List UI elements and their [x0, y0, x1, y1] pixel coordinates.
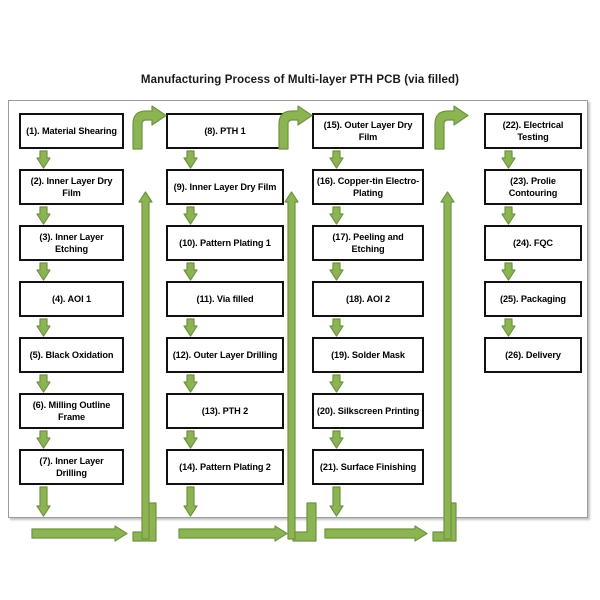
process-box-22: (22). Electrical Testing	[484, 113, 582, 149]
process-box-4: (4). AOI 1	[19, 281, 124, 317]
process-box-6: (6). Milling Outline Frame	[19, 393, 124, 429]
arrow-right-bottom-col3	[324, 524, 428, 542]
arrow-down-11-to-12	[182, 318, 198, 337]
arrow-down-13-to-14	[182, 430, 198, 449]
process-box-25: (25). Packaging	[484, 281, 582, 317]
arrow-down-17-to-18	[328, 262, 344, 281]
diagram-frame: (1). Material Shearing (2). Inner Layer D…	[8, 100, 588, 542]
process-box-11: (11). Via filled	[166, 281, 284, 317]
riser-col2-to-col3	[283, 191, 299, 540]
arrow-down-2-to-3	[35, 206, 51, 225]
arrow-down-10-to-11	[182, 262, 198, 281]
riser-col1-to-col2	[137, 191, 153, 540]
arrow-down-exit-col2	[182, 486, 198, 517]
process-box-14: (14). Pattern Plating 2	[166, 449, 284, 485]
process-box-18: (18). AOI 2	[312, 281, 424, 317]
process-box-26: (26). Delivery	[484, 337, 582, 373]
arrow-down-exit-col3	[328, 486, 344, 517]
process-box-23: (23). Prolie Contouring	[484, 169, 582, 205]
arrow-down-1-to-2	[35, 150, 51, 169]
riser-col3-to-col4	[439, 191, 455, 540]
arrow-down-4-to-5	[35, 318, 51, 337]
arrow-down-16-to-17	[328, 206, 344, 225]
process-box-15: (15). Outer Layer Dry Film	[312, 113, 424, 149]
process-box-7: (7). Inner Layer Drilling	[19, 449, 124, 485]
process-box-21: (21). Surface Finishing	[312, 449, 424, 485]
arrow-down-25-to-26	[500, 318, 516, 337]
process-box-8: (8). PTH 1	[166, 113, 284, 149]
arrow-down-5-to-6	[35, 374, 51, 393]
process-box-20: (20). Silkscreen Printing	[312, 393, 424, 429]
arrow-down-15-to-16	[328, 150, 344, 169]
arrow-right-bottom-col1	[31, 524, 128, 542]
arrow-down-24-to-25	[500, 262, 516, 281]
process-box-16: (16). Copper-tin Electro-Plating	[312, 169, 424, 205]
process-box-17: (17). Peeling and Etching	[312, 225, 424, 261]
process-box-13: (13). PTH 2	[166, 393, 284, 429]
arrow-down-19-to-20	[328, 374, 344, 393]
arrow-down-23-to-24	[500, 206, 516, 225]
arrow-down-8-to-9	[182, 150, 198, 169]
process-box-19: (19). Solder Mask	[312, 337, 424, 373]
elbow-top-col3-to-col4	[434, 105, 469, 150]
arrow-down-12-to-13	[182, 374, 198, 393]
arrow-down-18-to-19	[328, 318, 344, 337]
arrow-right-bottom-col2	[178, 524, 288, 542]
process-box-1: (1). Material Shearing	[19, 113, 124, 149]
arrow-down-6-to-7	[35, 430, 51, 449]
process-box-24: (24). FQC	[484, 225, 582, 261]
arrow-down-3-to-4	[35, 262, 51, 281]
process-box-12: (12). Outer Layer Drilling	[166, 337, 284, 373]
elbow-top-col2-to-col3	[278, 105, 313, 150]
page-title: Manufacturing Process of Multi-layer PTH…	[140, 74, 460, 86]
process-box-2: (2). Inner Layer Dry Film	[19, 169, 124, 205]
process-box-3: (3). Inner Layer Etching	[19, 225, 124, 261]
arrow-down-exit-col1	[35, 486, 51, 517]
process-box-10: (10). Pattern Plating 1	[166, 225, 284, 261]
arrow-down-22-to-23	[500, 150, 516, 169]
process-box-5: (5). Black Oxidation	[19, 337, 124, 373]
elbow-top-col1-to-col2	[132, 105, 167, 150]
arrow-down-20-to-21	[328, 430, 344, 449]
process-box-9: (9). Inner Layer Dry Film	[166, 169, 284, 205]
arrow-down-9-to-10	[182, 206, 198, 225]
elbow-bottom-col2	[292, 502, 317, 542]
